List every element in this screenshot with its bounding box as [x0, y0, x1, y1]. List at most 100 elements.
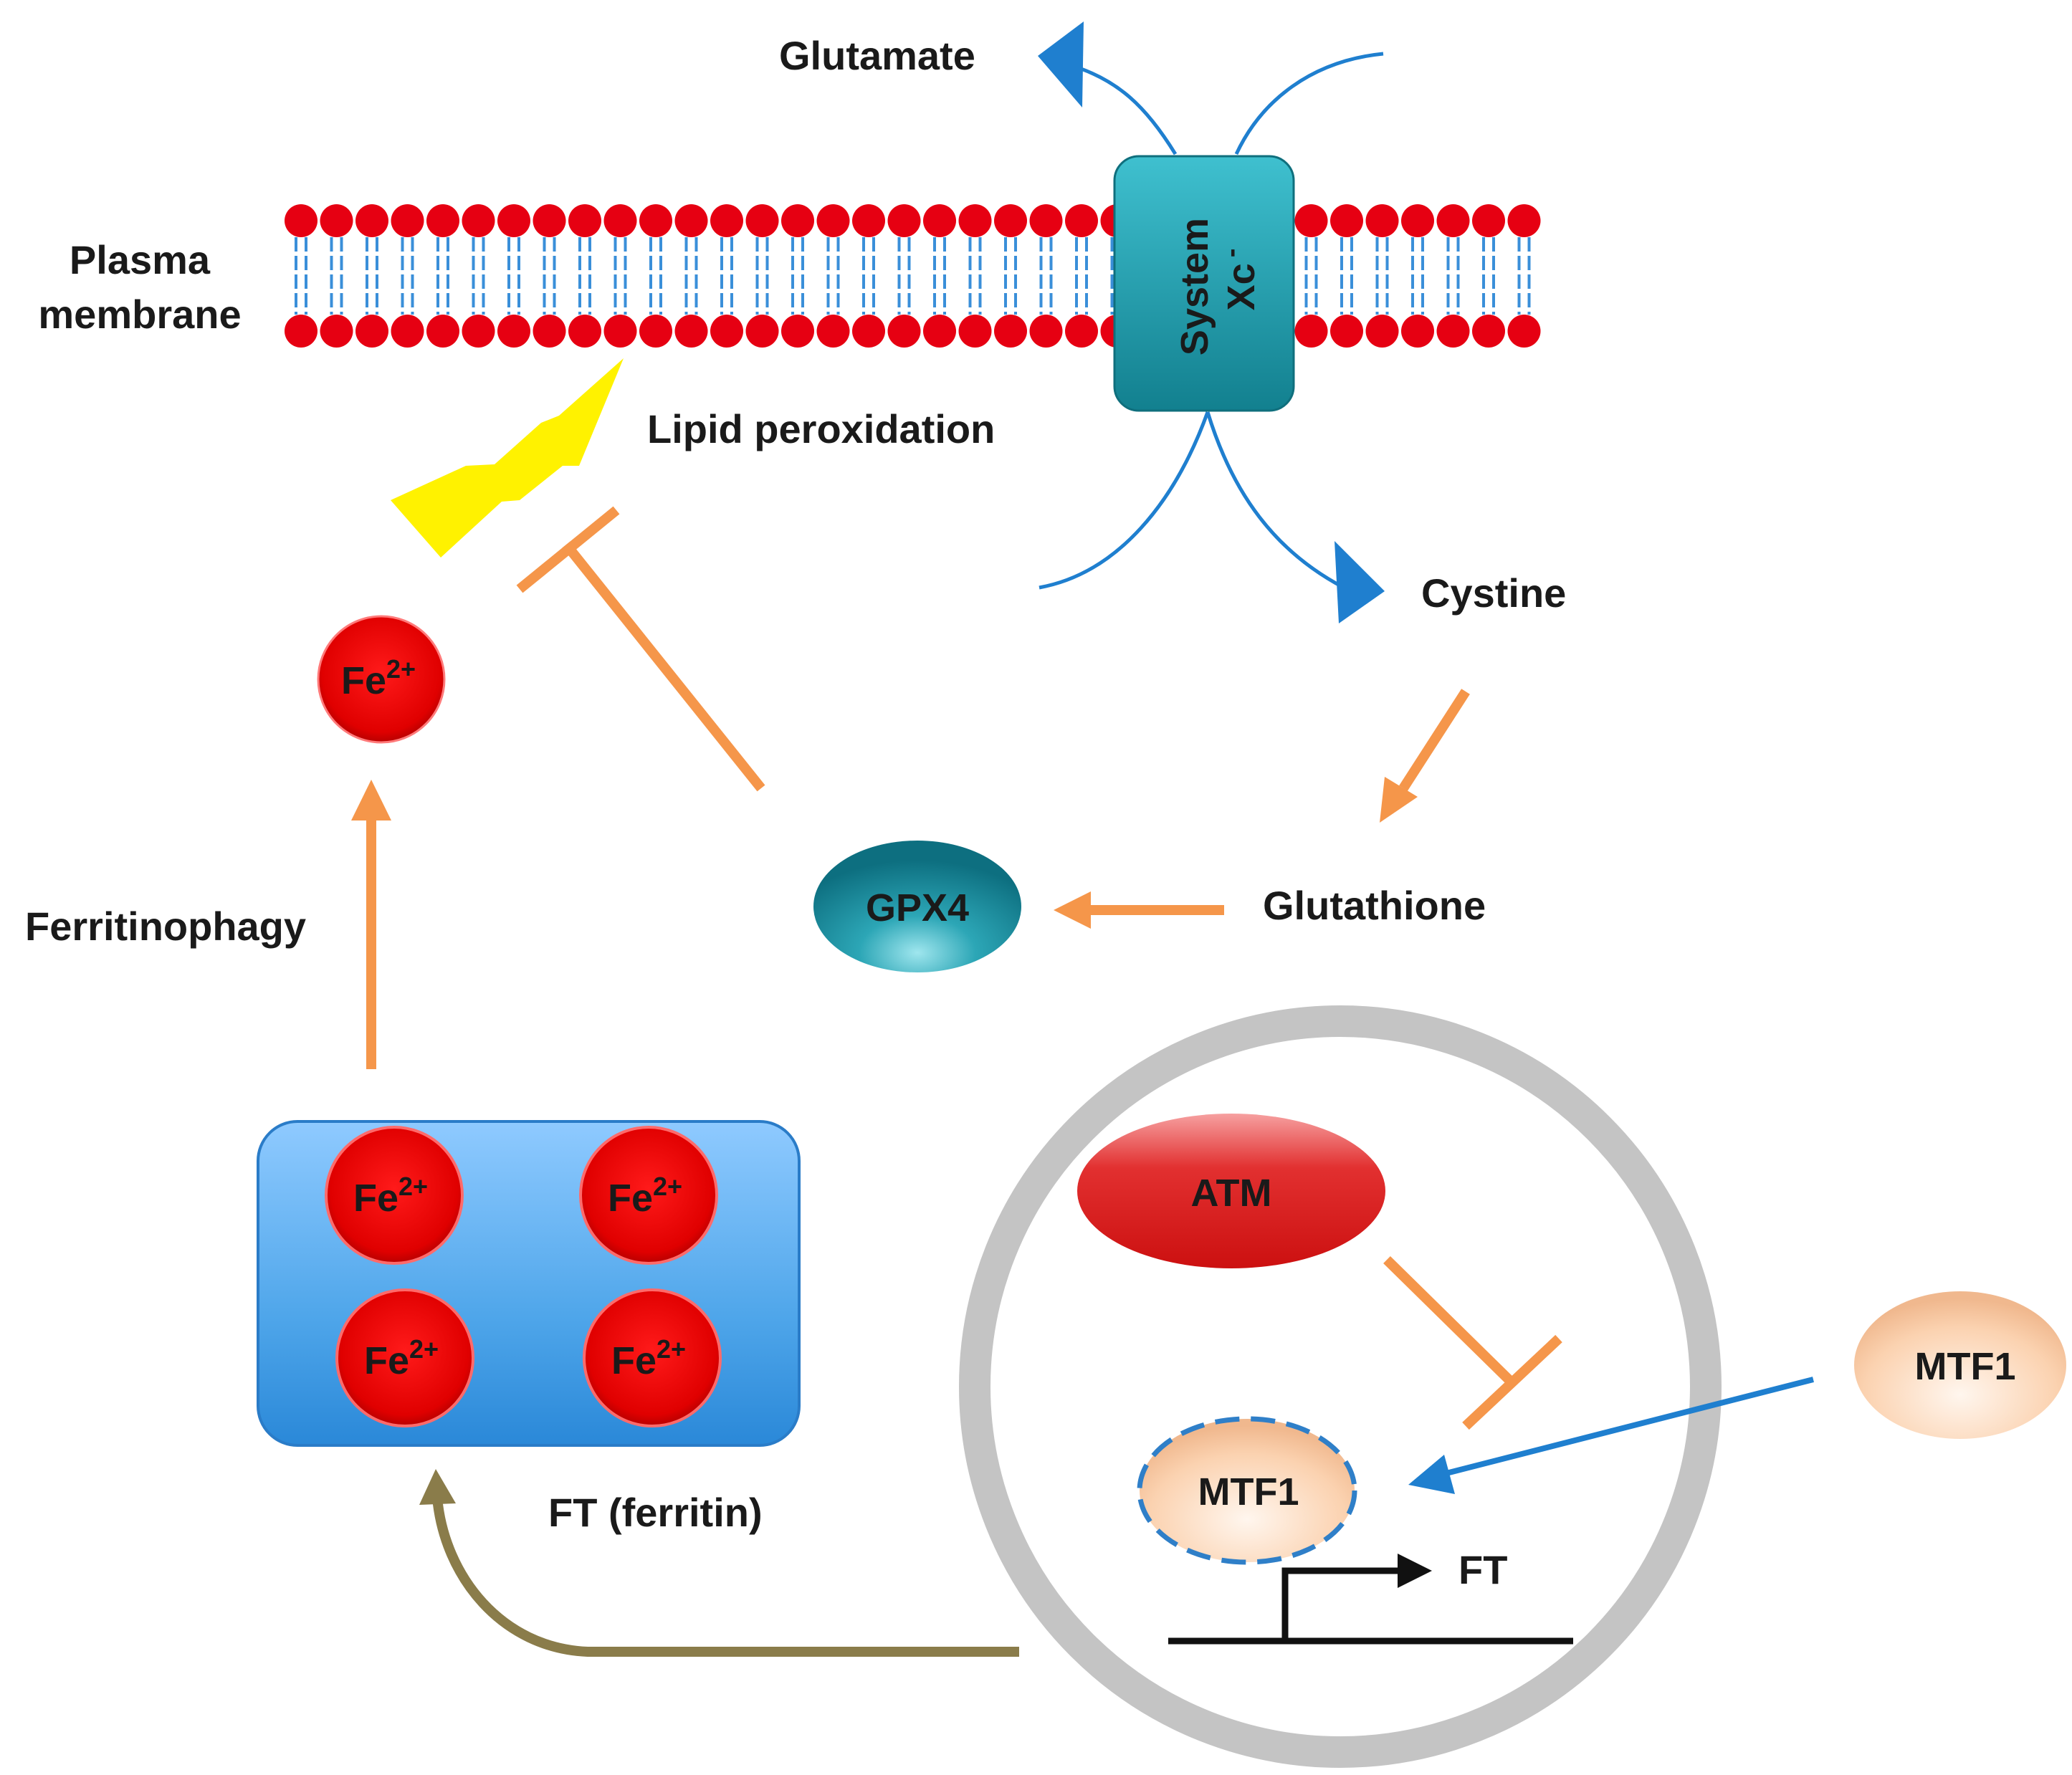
- transporter-flow-curves: [1039, 52, 1384, 590]
- ft-gene-label: FT: [1458, 1547, 1507, 1592]
- atm-inhibition-bar: [1462, 1334, 1562, 1430]
- lipid-head: [1294, 204, 1328, 237]
- system-xc-label-line1: System: [1173, 218, 1216, 355]
- lipid-head: [1436, 315, 1470, 348]
- nucleus-envelope: [959, 1005, 1722, 1768]
- lipid-head: [1330, 315, 1363, 348]
- lower-left-curve: [1039, 411, 1210, 590]
- lipid-head: [958, 204, 992, 237]
- orange-arrowheads: [351, 777, 1418, 929]
- lipid-head: [426, 315, 459, 348]
- glutathione-label: Glutathione: [1263, 883, 1486, 928]
- lipid-head: [710, 204, 743, 237]
- glutamate-label: Glutamate: [779, 33, 975, 78]
- lipid-head: [285, 315, 318, 348]
- mtf1-nuclear-label: MTF1: [1198, 1470, 1299, 1513]
- lipid-head: [426, 204, 459, 237]
- mtf1-cytoplasmic-protein: [1854, 1291, 2066, 1439]
- gpx4-inhibition-bar: [516, 506, 620, 593]
- lipid-head: [320, 315, 353, 348]
- lipid-head: [1065, 315, 1098, 348]
- lipid-head: [1029, 204, 1063, 237]
- lipid-head: [320, 204, 353, 237]
- lipid-head: [285, 204, 318, 237]
- transcription-start-arrowhead: [1398, 1554, 1432, 1588]
- lipid-head: [568, 204, 601, 237]
- lipid-head: [923, 315, 956, 348]
- lipid-head: [533, 315, 566, 348]
- lipid-head: [391, 315, 424, 348]
- atm-label: ATM: [1191, 1172, 1272, 1215]
- lipid-head: [994, 315, 1027, 348]
- lipid-head: [852, 204, 885, 237]
- lipid-head: [1472, 204, 1505, 237]
- lipid-head: [1401, 315, 1434, 348]
- lipid-head: [1365, 315, 1399, 348]
- system-xc-transporter: [1113, 155, 1295, 412]
- lipid-head: [497, 315, 530, 348]
- lipid-head: [1507, 315, 1541, 348]
- ferritin-fe2-ion: Fe2+: [335, 1288, 474, 1427]
- lipid-head: [568, 315, 601, 348]
- ft-expression-arrow: [432, 1497, 1019, 1657]
- lipid-head: [533, 204, 566, 237]
- gpx4-label: GPX4: [866, 886, 969, 929]
- lipid-head: [497, 204, 530, 237]
- lipid-head: [603, 204, 637, 237]
- lipid-head: [639, 204, 672, 237]
- ferritin-fe2-ion: Fe2+: [583, 1288, 722, 1427]
- lipid-head: [887, 315, 921, 348]
- ft-ferritin-label: FT (ferritin): [548, 1490, 763, 1535]
- atm-protein: [1077, 1114, 1385, 1268]
- lipid-peroxidation-label: Lipid peroxidation: [647, 406, 995, 451]
- mtf1-cytoplasmic-label: MTF1: [1915, 1345, 2016, 1388]
- lipid-head: [852, 315, 885, 348]
- lipid-head: [1401, 204, 1434, 237]
- gpx4-inhibition-shaft: [562, 541, 765, 792]
- cystine-label: Cystine: [1421, 570, 1566, 616]
- lipid-head: [355, 204, 388, 237]
- plasma-membrane-label-line1: Plasma: [70, 237, 211, 282]
- lipid-head: [745, 204, 779, 237]
- lipid-head: [639, 315, 672, 348]
- lipid-head: [1507, 204, 1541, 237]
- lipid-head: [1294, 315, 1328, 348]
- lipid-head: [391, 204, 424, 237]
- cystine-arrowhead: [1335, 541, 1385, 623]
- lipid-head: [923, 204, 956, 237]
- orange-pathway-arrows: [366, 506, 1562, 1430]
- svg-text:Xc-: Xc-: [1216, 249, 1263, 311]
- ferritinophagy-label: Ferritinophagy: [25, 904, 306, 949]
- lipid-head: [355, 315, 388, 348]
- lipid-head: [781, 315, 814, 348]
- glutamate-export-curve: [1067, 62, 1178, 156]
- lipid-head: [462, 204, 495, 237]
- lipid-head: [462, 315, 495, 348]
- gpx4-enzyme: [813, 841, 1021, 972]
- atm-inhibition-shaft: [1383, 1256, 1512, 1383]
- cystine-to-glutathione-arrow: [1399, 689, 1470, 791]
- lipid-head: [1330, 204, 1363, 237]
- lipid-head: [674, 204, 708, 237]
- lipid-head: [1472, 315, 1505, 348]
- lipid-head: [745, 315, 779, 348]
- lipid-head: [1365, 204, 1399, 237]
- cystine-import-curve: [1206, 411, 1345, 590]
- svg-text:Fe2+: Fe2+: [353, 1172, 428, 1220]
- ft-expression-arrowhead: [419, 1469, 456, 1505]
- lipid-head: [710, 315, 743, 348]
- free-fe2-ion: Fe2+: [317, 615, 446, 744]
- system-xc-label-line2: Xc-: [1216, 249, 1263, 311]
- lipid-head: [674, 315, 708, 348]
- lipid-head: [958, 315, 992, 348]
- lightning-bolt-icon: [391, 358, 624, 558]
- membrane-lipid-tails: [295, 237, 1531, 315]
- glutamate-arrowhead: [1038, 21, 1084, 107]
- svg-text:Fe2+: Fe2+: [611, 1334, 686, 1382]
- lipid-head: [1436, 204, 1470, 237]
- ferritin-fe2-ion: Fe2+: [325, 1126, 464, 1265]
- mtf1-translocation-arrow: [1440, 1377, 1814, 1478]
- lipid-head: [816, 204, 850, 237]
- upper-right-curve: [1234, 52, 1384, 156]
